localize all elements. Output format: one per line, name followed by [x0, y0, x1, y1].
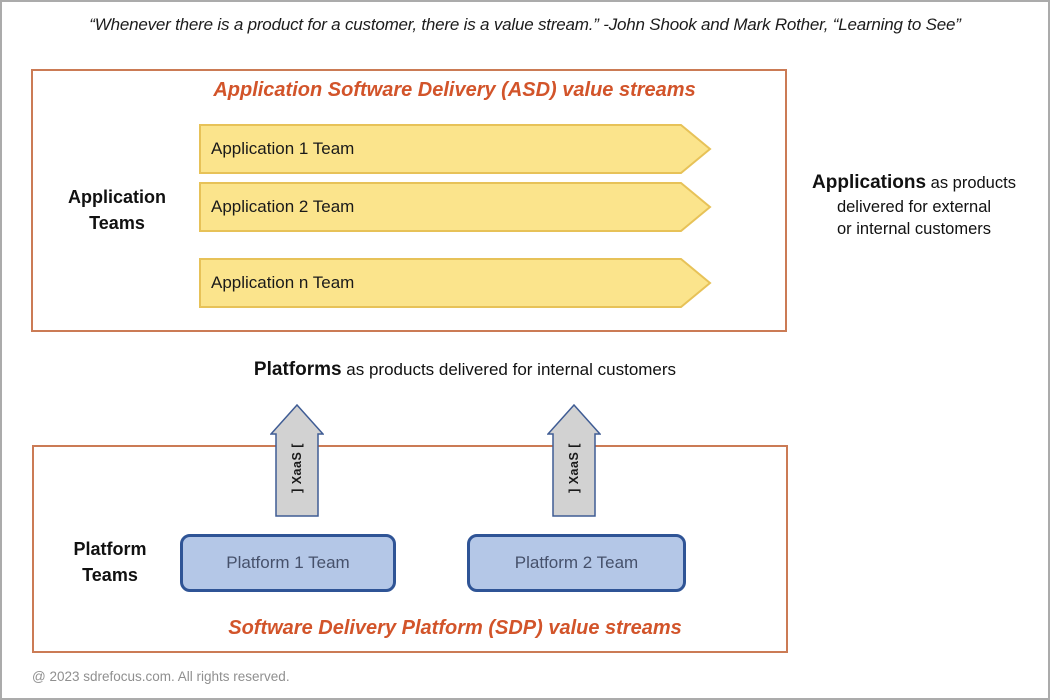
application-teams-label: Application Teams	[68, 187, 166, 234]
application-2-team-label: Application 2 Team	[211, 197, 355, 216]
application-n-team-label: Application n Team	[211, 273, 355, 292]
platforms-heading: Platforms as products delivered for inte…	[102, 359, 828, 381]
copyright-footer: @ 2023 sdrefocus.com. All rights reserve…	[32, 669, 290, 684]
xaas-label-wrapper: ] XaaS [	[547, 404, 601, 517]
platform-teams-label: Platform Teams	[73, 539, 147, 586]
applications-note-line1-rest: as products	[926, 174, 1016, 192]
right-arrow-shape-icon	[199, 182, 712, 232]
sdp-value-streams-box	[32, 445, 788, 653]
platforms-heading-lead: Platforms	[253, 359, 342, 380]
up-arrow-shape-icon	[270, 404, 324, 517]
xaas-label: ] XaaS [	[566, 442, 581, 493]
platform-2-team-box: Platform 2 Team	[467, 534, 686, 592]
right-arrow-shape-icon	[199, 124, 712, 174]
asd-value-streams-box	[31, 69, 787, 332]
xaas-up-arrow-2: ] XaaS [	[547, 404, 601, 517]
applications-note: Applications as products delivered for e…	[790, 170, 1038, 240]
header-quote: “Whenever there is a product for a custo…	[89, 15, 961, 34]
applications-note-line3: or internal customers	[836, 219, 992, 238]
sdp-title: Software Delivery Platform (SDP) value s…	[228, 617, 682, 639]
application-1-value-stream-arrow: Application 1 Team	[199, 124, 712, 174]
platforms-heading-rest: as products delivered for internal custo…	[341, 360, 677, 379]
right-arrow-shape-icon	[199, 258, 712, 308]
platform-1-team-box: Platform 1 Team	[180, 534, 396, 592]
applications-note-line2: delivered for external	[836, 197, 992, 216]
xaas-label-wrapper: ] XaaS [	[270, 404, 324, 517]
applications-note-lead: Applications	[812, 172, 927, 193]
application-2-value-stream-arrow: Application 2 Team	[199, 182, 712, 232]
xaas-label: ] XaaS [	[289, 442, 304, 493]
up-arrow-shape-icon	[547, 404, 601, 517]
xaas-up-arrow-1: ] XaaS [	[270, 404, 324, 517]
application-1-team-label: Application 1 Team	[211, 139, 355, 158]
application-n-value-stream-arrow: Application n Team	[199, 258, 712, 308]
applications-note-line1: Applications as products	[790, 170, 1038, 196]
asd-title: Application Software Delivery (ASD) valu…	[213, 79, 696, 101]
